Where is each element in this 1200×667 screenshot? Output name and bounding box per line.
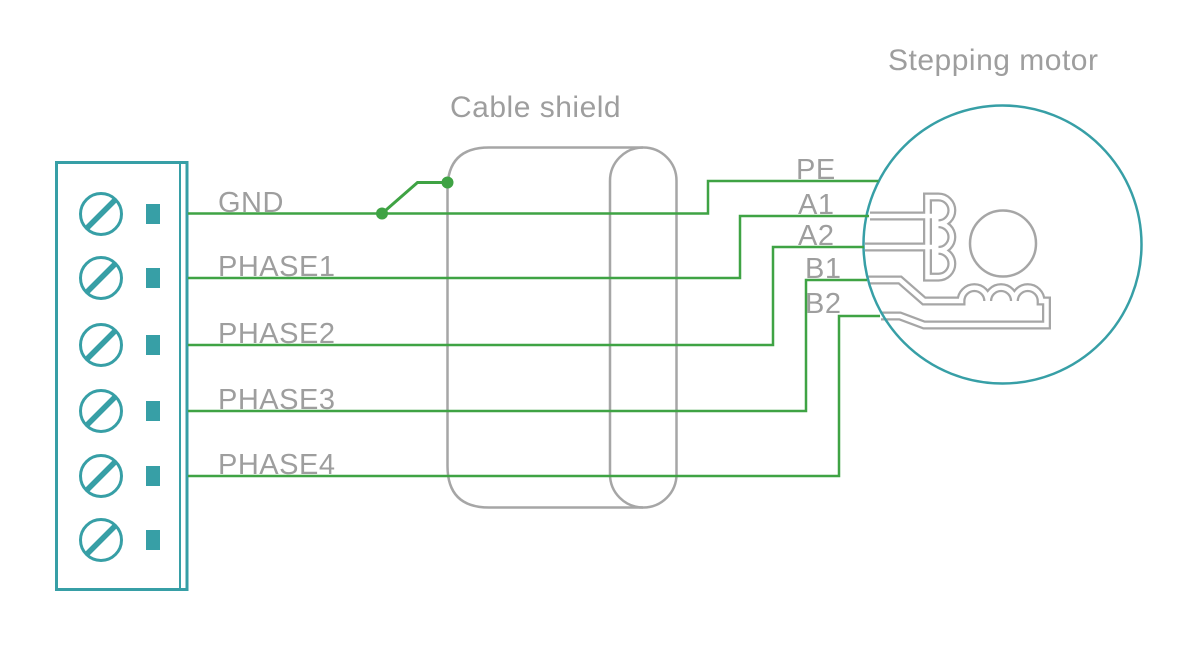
clamp-square — [146, 530, 160, 550]
wire-phase1-a1 — [188, 214, 869, 280]
terminal-block-outline — [55, 161, 189, 591]
wire-label-gnd: GND — [218, 187, 284, 219]
screw-terminal-icon — [79, 389, 123, 433]
screw-terminal-icon — [79, 454, 123, 498]
wire-label-a2: A2 — [798, 220, 835, 252]
wire-label-pe: PE — [796, 154, 836, 186]
screw-terminal-icon — [79, 192, 123, 236]
clamp-square — [146, 466, 160, 486]
wire-phase3-b1 — [188, 278, 867, 413]
winding-a-outline — [865, 192, 957, 282]
cable-shield-body — [446, 146, 643, 509]
cable-shield-outline — [446, 146, 678, 509]
screw-terminal-icon — [79, 256, 123, 300]
wire-label-b1: B1 — [805, 253, 842, 285]
wire-label-a1: A1 — [798, 189, 835, 221]
motor-windings — [865, 192, 1051, 330]
motor-body-circle — [862, 104, 1143, 385]
clamp-square — [146, 268, 160, 288]
clamp-square — [146, 401, 160, 421]
wire-label-phase1: PHASE1 — [218, 251, 336, 283]
wire-label-phase2: PHASE2 — [218, 318, 336, 350]
terminal-clamp-squares — [146, 204, 160, 550]
wire-gnd-pe — [188, 179, 879, 215]
screw-terminal-icon — [79, 518, 123, 562]
screw-terminal-icons — [79, 192, 123, 562]
wire-label-b2: B2 — [805, 288, 842, 320]
motor-rotor-circle — [968, 209, 1038, 278]
wire-label-phase4: PHASE4 — [218, 449, 336, 481]
cable-shield-title: Cable shield — [450, 91, 622, 124]
clamp-square — [146, 204, 160, 224]
clamp-square — [146, 335, 160, 355]
screw-terminal-icon — [79, 323, 123, 367]
cable-shield-endcap — [608, 146, 678, 509]
wire-phase4-b2 — [188, 314, 880, 478]
winding-b-core — [868, 277, 1049, 328]
wires — [188, 176, 880, 478]
wire-shield-tap — [381, 181, 448, 215]
junction-dot — [376, 207, 388, 220]
wire-label-phase3: PHASE3 — [218, 384, 336, 416]
junction-dot — [441, 176, 454, 189]
winding-a-core — [865, 194, 955, 280]
terminal-block — [55, 161, 189, 591]
stepping-motor-title: Stepping motor — [888, 44, 1099, 77]
wire-phase2-a2 — [188, 245, 864, 347]
